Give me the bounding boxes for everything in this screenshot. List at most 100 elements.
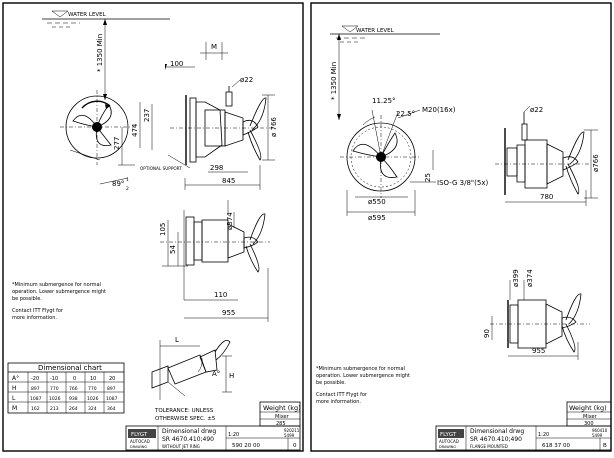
chart-cell: 770 [88,386,97,392]
chart-cell: 766 [69,386,78,392]
right-submergence-dim: * 1350 Min [330,34,341,120]
chart-cell: -10 [50,376,58,382]
left-dim-100: 100 [170,60,183,68]
right-submergence-label: * 1350 Min [330,62,338,100]
left-drawing-label: DRAWING [130,445,147,449]
left-note-line-3: be possible. [12,296,42,302]
right-weight-label: Mixer [583,414,598,420]
left-water-level-label: WATER LEVEL [68,12,107,18]
right-dim-780: 780 [540,193,553,201]
left-note-line-1: *Minimum submergence for normal [12,282,101,288]
left-dim-298: 298 [210,164,223,172]
left-weight-box: Weight (kg) Mixer 285 [259,401,301,427]
left-scale: 1:20 [228,432,239,438]
left-weight-header: Weight (kg) [263,404,301,412]
left-dim-955: 955 [222,309,235,317]
left-dim-angle-frac: 1 [126,177,129,183]
left-water-level: WATER LEVEL [42,10,170,28]
chart-cell: 20 [109,376,115,382]
left-dim-22: ø22 [240,76,253,84]
right-autocad-label: AUTOCAD [439,439,459,444]
right-front-view: 11.25° 22.5° M20(16x) 25 ISO-G 3/8"(5x) … [340,97,488,222]
left-dim-m: M [211,43,217,51]
chart-cell: 0 [73,376,76,382]
left-title-model: SR 4670.410;490 [162,436,214,443]
chart-cell: 1087 [30,396,42,402]
left-front-view [60,90,135,165]
right-dim-595: ø595 [368,214,386,222]
left-dim-a: A° [212,370,220,378]
right-date: 960410 [592,428,608,433]
left-drawing-number: 590 20 00 [232,443,260,449]
chart-cell: 213 [50,406,59,412]
left-flygt-logo [128,429,156,438]
right-sheet-border [310,2,612,452]
right-dim-399: ø399 [512,269,520,287]
left-tolerance-line-1: TOLERANCE: UNLESS [154,408,214,414]
left-autocad-label: AUTOCAD [130,439,150,444]
left-dim-angle-frac2: 2 [126,186,129,192]
right-note-line-5: more information. [316,399,361,405]
left-top-view: ø374 105 54 110 955 [159,200,270,322]
right-dim-11-25: 11.25° [372,97,396,105]
chart-cell: 1026 [49,396,61,402]
chart-cell: 770 [50,386,59,392]
right-drawing-label: DRAWING [439,445,456,449]
chart-cell: A° [12,375,19,382]
left-side-dims: M 100 ø22 237 474 277 ø 766 OPTIONAL SUP… [99,42,278,192]
right-top-view: ø399 ø374 90 955 [483,269,590,360]
right-flygt-logo [438,429,464,438]
chart-cell: H [12,385,17,392]
chart-cell: 897 [31,386,40,392]
right-side-view: ø22 ø766 780 [495,105,600,206]
left-title-name: Dimensional drwg [162,428,216,435]
left-dim-237: 237 [143,109,151,122]
left-dim-374: ø374 [226,212,234,230]
chart-cell: M [12,405,17,412]
left-dim-54: 54 [169,245,177,254]
right-note-line-4: Contact ITT Flygt for [316,392,368,398]
right-water-level-label: WATER LEVEL [356,28,395,34]
right-drawing-number: 618 37 00 [542,443,570,449]
left-dim-angle: 89° [112,180,124,188]
right-dim-374: ø374 [526,269,534,287]
left-note-line-2: operation. Lower submergence might [12,289,106,295]
left-logo-text: FLYGT [131,432,148,438]
right-dim-766: ø766 [592,154,600,172]
left-submergence-dim: * 1350 Min [96,19,107,100]
chart-cell: 324 [88,406,97,412]
right-note-line-3: be possible. [316,380,346,386]
right-sheet: WATER LEVEL * 1350 Min 11.25° 22.5° M20(… [310,2,612,452]
chart-cell: 938 [69,396,78,402]
right-weight-header: Weight (kg) [569,404,607,412]
right-title-sub: FLANGE MOUNTED [470,444,508,449]
left-ref: 5499 [284,433,295,438]
left-date: 920211 [284,428,300,433]
right-dim-22-5: 22.5° [396,110,415,118]
right-dim-22: ø22 [530,106,543,114]
left-dim-h: H [229,372,234,380]
chart-cell: 264 [69,406,78,412]
left-weight-label: Mixer [275,414,290,420]
right-note-line-2: operation. Lower submergence might [316,373,410,379]
right-title-model: SR 4670.410;490 [470,436,522,443]
left-side-view [170,86,275,165]
right-weight-value: 300 [584,421,594,427]
left-weight-value: 285 [276,421,286,427]
right-dim-550: ø550 [368,198,386,206]
right-dim-25: 25 [424,173,432,182]
right-note-line-1: *Minimum submergence for normal [316,366,405,372]
left-submergence-label: * 1350 Min [96,34,104,72]
chart-cell: L [12,395,16,402]
chart-cell: 897 [107,386,116,392]
left-revision: 0 [293,443,297,449]
left-dim-277: 277 [113,137,121,150]
chart-cell: 10 [90,376,96,382]
left-title-block: FLYGT AUTOCAD DRAWING Dimensional drwg S… [125,425,301,451]
chart-cell: 1026 [87,396,99,402]
left-angle-view: L H A° [151,336,234,400]
left-dim-766: ø 766 [270,117,278,137]
right-dim-90: 90 [483,329,491,338]
